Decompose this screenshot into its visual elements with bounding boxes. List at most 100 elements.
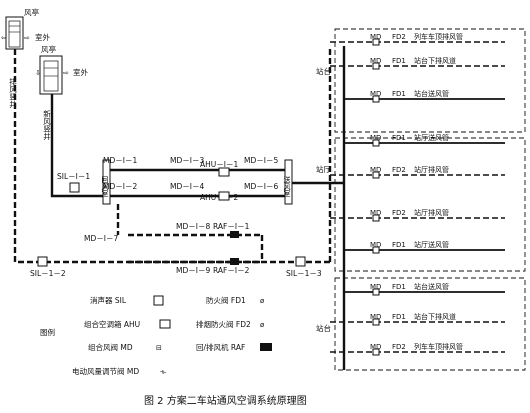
platform-bottom-zone xyxy=(334,277,526,371)
fresh-air-duct xyxy=(50,94,105,198)
branch-valve-label: MD xyxy=(370,343,381,351)
sil-1-1-label: SIL－Ⅰ－1 xyxy=(57,172,90,181)
branch-damper-label: FD1 xyxy=(392,283,406,291)
fan-icon xyxy=(230,231,239,238)
right-arrow-icon: ⇨ xyxy=(24,34,30,42)
branch-valve-label: MD xyxy=(370,313,381,321)
branch-valve-label: MD xyxy=(370,57,381,65)
valve-icon xyxy=(372,139,380,147)
branch-valve-label: MD xyxy=(370,166,381,174)
fan-icon xyxy=(230,258,239,265)
branch-valve-label: MD xyxy=(370,283,381,291)
valve-icon xyxy=(372,214,380,222)
valve-icon xyxy=(372,95,380,103)
branch-damper-label: FD1 xyxy=(392,241,406,249)
branch-damper-label: FD1 xyxy=(392,134,406,142)
valve-icon xyxy=(372,288,380,296)
fan-icon xyxy=(260,343,272,351)
valve-icon xyxy=(372,38,380,46)
legend: 图例 消声器 SIL 组合空调箱 AHU 组合风阀 MD ⊟ 电动风量调节阀 M… xyxy=(40,295,272,376)
concourse-zone xyxy=(334,137,526,272)
branch-valve-label: MD xyxy=(370,90,381,98)
outdoor-top-label: 室外 xyxy=(35,32,50,42)
legend-raf: 回/排风机 RAF xyxy=(196,342,245,352)
silencer-icon xyxy=(295,256,306,267)
legend-ahu: 组合空调箱 AHU xyxy=(84,319,140,329)
branch-damper-label: FD2 xyxy=(392,209,406,217)
legend-silencer: 消声器 SIL xyxy=(90,295,127,305)
ahu-icon xyxy=(218,167,230,177)
branch-name-label: 站台下排风道 xyxy=(414,312,456,321)
valve-icon xyxy=(372,348,380,356)
outdoor-mid-label: 室外 xyxy=(73,67,88,77)
md-1-1-label: MD－Ⅰ－1 xyxy=(103,156,137,165)
md-1-3-label: MD－Ⅰ－3 xyxy=(170,156,204,165)
figure-caption: 图 2 方案二车站通风空调系统原理图 xyxy=(144,394,307,407)
silencer-icon xyxy=(69,182,80,193)
damper-icon: ⟛ xyxy=(160,368,167,376)
left-arrow-icon: ⇩ xyxy=(35,69,41,77)
raf-1-1-label: RAF－Ⅰ－1 xyxy=(213,222,250,231)
left-arrow-icon: ⇦ xyxy=(1,34,7,42)
legend-fd2: 排烟防火阀 FD2 xyxy=(196,319,251,329)
silencer-icon xyxy=(37,256,48,267)
fire-damper-icon: ø xyxy=(260,297,265,305)
legend-title: 图例 xyxy=(40,327,55,337)
sil-1-3-label: SIL－1－3 xyxy=(286,269,322,278)
platform-top-label: 站台 xyxy=(316,66,331,76)
md-1-9-label: MD－Ⅰ－9 xyxy=(176,266,210,275)
branch-name-label: 站台下排风道 xyxy=(414,56,456,65)
branch-name-label: 站台送风管 xyxy=(414,89,449,98)
branch-damper-label: FD2 xyxy=(392,33,406,41)
tower-mid-label: 风亭 xyxy=(41,44,56,54)
md-1-5-label: MD－Ⅰ－5 xyxy=(244,156,278,165)
platform-top-zone xyxy=(334,28,526,133)
branch-list: MD FD2 列车车顶排风管 MD FD1 站台下排风道 MD FD1 站台送风管 MD FD1 站厅… xyxy=(330,32,505,356)
legend-emd: 电动风量调节阀 MD xyxy=(72,366,139,376)
branch-damper-label: FD1 xyxy=(392,313,406,321)
fresh-air-tower: 风亭 ⇩ ⇨ 室外 xyxy=(35,44,88,95)
valve-icon: ⊟ xyxy=(156,344,162,352)
branch-name-label: 站厅排风管 xyxy=(414,208,449,217)
branch-name-label: 列车车顶排风管 xyxy=(414,32,463,41)
branch-name-label: 站台送风管 xyxy=(414,282,449,291)
branch-valve-label: MD xyxy=(370,33,381,41)
md-1-2-label: MD－Ⅰ－2 xyxy=(103,182,137,191)
return-plenum xyxy=(102,159,111,205)
platform-bottom-label: 站台 xyxy=(316,323,331,333)
md-1-8-label: MD－Ⅰ－8 xyxy=(176,222,210,231)
right-arrow-icon: ⇨ xyxy=(63,69,69,77)
branch-damper-label: FD2 xyxy=(392,166,406,174)
md-1-7-label: MD－Ⅰ－7 xyxy=(84,234,118,243)
ahu-icon xyxy=(218,191,230,201)
fresh-shaft-label: 新风竖井 xyxy=(42,109,51,142)
plenum-right-label: 送风室 xyxy=(283,175,291,197)
concourse-label: 站厅 xyxy=(316,164,331,174)
md-1-6-label: MD－Ⅰ－6 xyxy=(244,182,278,191)
ahu-icon xyxy=(159,319,171,329)
branch-valve-label: MD xyxy=(370,241,381,249)
exhaust-tower: 风亭 ⇦ ⇨ 室外 xyxy=(1,7,50,50)
branch-damper-label: FD1 xyxy=(392,90,406,98)
exhaust-shaft-label: 排风竖井 xyxy=(8,77,17,110)
valve-icon xyxy=(372,171,380,179)
valve-icon xyxy=(372,62,380,70)
branch-name-label: 站厅送风管 xyxy=(414,133,449,142)
branch-valve-label: MD xyxy=(370,209,381,217)
md-1-4-label: MD－Ⅰ－4 xyxy=(170,182,204,191)
raf-1-2-label: RAF－Ⅰ－2 xyxy=(213,266,250,275)
branch-valve-label: MD xyxy=(370,134,381,142)
valve-icon xyxy=(372,246,380,254)
tower-top-label: 风亭 xyxy=(24,7,39,17)
smoke-damper-icon: ø xyxy=(260,321,265,329)
branch-name-label: 列车车顶排风管 xyxy=(414,342,463,351)
silencer-icon xyxy=(153,295,164,306)
branch-damper-label: FD2 xyxy=(392,343,406,351)
plenum-left-label: 回风室 xyxy=(101,176,109,197)
sil-1-2-label: SIL－1－2 xyxy=(30,269,66,278)
legend-fd1: 防火阀 FD1 xyxy=(206,295,246,305)
branch-damper-label: FD1 xyxy=(392,57,406,65)
exhaust-main-duct xyxy=(13,49,330,264)
valve-icon xyxy=(372,318,380,326)
